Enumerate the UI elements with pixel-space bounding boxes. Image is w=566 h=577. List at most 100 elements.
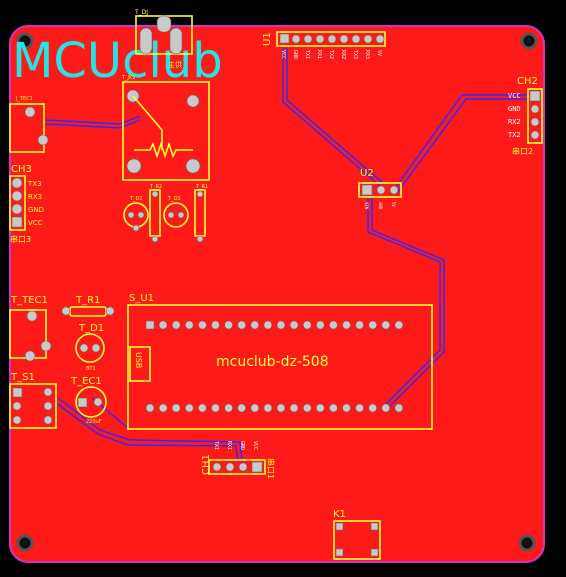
pad	[530, 104, 540, 114]
pad	[529, 90, 541, 102]
mcu-pin-pad	[250, 403, 260, 413]
k1-outline	[333, 520, 381, 560]
label-power: 主供	[168, 60, 182, 69]
mcu-pin-pad	[315, 320, 325, 330]
pad	[93, 397, 103, 407]
label-ch1: CH1	[201, 454, 212, 475]
u1-pin-label: RX3	[364, 50, 370, 59]
ch1-pin-label: TX1	[213, 441, 219, 450]
pad	[335, 522, 344, 531]
pad	[91, 343, 101, 353]
pad	[151, 190, 159, 198]
pad	[370, 548, 379, 557]
usb-outline	[129, 346, 151, 382]
pad	[43, 415, 53, 425]
pad	[361, 184, 373, 196]
label-t-d3: T_D3	[167, 196, 181, 202]
trace-jtec-jk1	[45, 119, 141, 129]
board-keepout-outline	[9, 25, 545, 563]
pad	[167, 211, 175, 219]
pad	[132, 224, 140, 232]
u2-pin-label: VIN	[364, 202, 369, 210]
pad	[376, 185, 386, 195]
u1-outline	[276, 31, 386, 47]
pad	[40, 340, 52, 352]
label-t-ec1-val: 220uF	[86, 419, 102, 425]
ch2-pin-label: TX2	[508, 131, 521, 139]
label-t-dj: T_DJ	[134, 9, 148, 16]
pad	[238, 462, 248, 472]
pad	[177, 211, 185, 219]
pad	[26, 310, 38, 322]
label-t-tec1: T_TEC1	[10, 295, 48, 306]
mcu-pin-pad	[224, 403, 233, 413]
trace-u2-ch2	[392, 94, 529, 192]
label-usb: USB	[134, 352, 143, 368]
u2-pin-label: 5V	[391, 202, 396, 207]
pad	[43, 387, 53, 397]
trace-u2-mcu	[367, 196, 441, 409]
pad	[127, 211, 135, 219]
pad	[251, 461, 263, 473]
pad	[530, 130, 540, 140]
relay-outline	[122, 81, 210, 181]
mcu-pin-pad	[145, 403, 155, 413]
pad	[77, 397, 88, 408]
pad	[151, 235, 159, 243]
pad	[196, 190, 204, 198]
mcu-pin-pad	[394, 403, 404, 413]
pad	[389, 185, 399, 195]
pad	[11, 190, 23, 202]
mounting-hole	[520, 32, 538, 50]
pad	[11, 216, 23, 228]
pad	[169, 27, 183, 55]
j-tec-outline	[9, 103, 45, 153]
pad	[156, 15, 172, 33]
mcu-pin-pad	[342, 403, 351, 413]
label-ch1-sub: 串口1	[266, 458, 275, 479]
pad	[61, 306, 71, 316]
trace-u1-u2	[282, 48, 381, 187]
label-u2: U2	[360, 168, 374, 179]
label-ch3: CH3	[11, 164, 32, 175]
pad	[11, 177, 23, 189]
mcu-pin-pad	[171, 320, 181, 330]
pad	[12, 401, 22, 411]
mcu-pin-pad	[289, 320, 299, 330]
u1-pin-label: 5V	[376, 50, 382, 56]
pad	[137, 211, 145, 219]
ch1-pin-label: VCC	[252, 441, 258, 450]
pad	[291, 34, 301, 44]
ch1-pin-label: GND	[239, 441, 245, 450]
mounting-hole	[16, 534, 34, 552]
ch2-pin-label: RX2	[508, 118, 521, 126]
pad	[327, 34, 337, 44]
label-t-d2: T_D2	[129, 196, 143, 202]
mcu-pin-pad	[211, 403, 220, 413]
ch3-pin-label: RX3	[28, 193, 42, 201]
trace-u1-u2	[286, 48, 385, 185]
mcu-pin-pad	[263, 403, 273, 413]
mcu-pin-pad	[211, 320, 220, 330]
label-ch2: CH2	[517, 76, 538, 87]
pad	[126, 158, 142, 174]
label-t-ec1: T_EC1	[70, 376, 102, 387]
pad	[375, 34, 385, 44]
u1-pin-label: RX1	[316, 50, 322, 59]
mcu-pin-pad	[198, 320, 207, 330]
mcu-pin-pad	[237, 403, 246, 413]
mcu-pin-pad	[185, 403, 194, 413]
label-t-r1-small: T_R1	[195, 184, 208, 190]
ch2-outline	[527, 88, 543, 144]
pad	[43, 401, 53, 411]
mcu-pin-pad	[171, 403, 181, 413]
trace-jtec-jk1	[45, 115, 141, 125]
u1-pads	[279, 33, 385, 44]
label-ch3-sub: 串口3	[10, 235, 31, 244]
label-s-u1: S_U1	[129, 293, 154, 304]
u2-pin-label: GND	[378, 202, 383, 210]
mcu-pin-pad	[276, 320, 286, 330]
mcu-pin-pad	[185, 320, 194, 330]
pad	[79, 343, 89, 353]
mcu-pin-pad	[355, 320, 364, 330]
